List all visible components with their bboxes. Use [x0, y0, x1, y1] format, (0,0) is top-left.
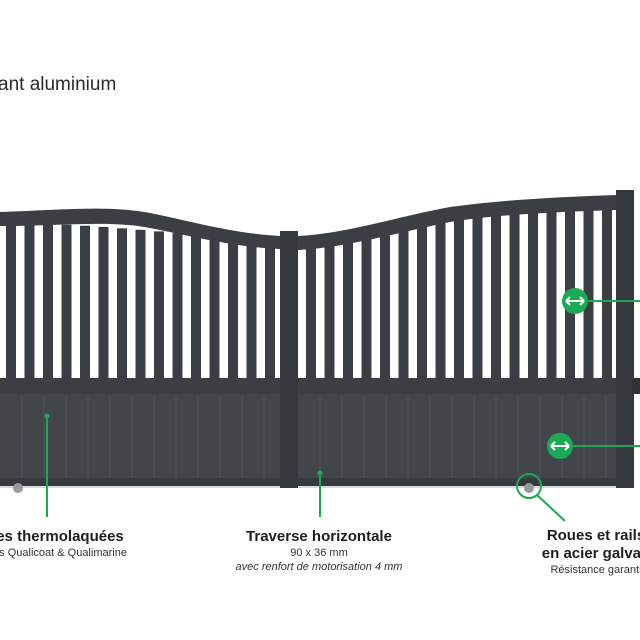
picket [117, 228, 127, 382]
picket [324, 233, 335, 382]
picket [583, 207, 594, 382]
picket [509, 212, 520, 382]
picket [417, 221, 427, 382]
right-top-rail [298, 195, 616, 250]
latch [632, 378, 640, 394]
finish-heading: es thermolaquées [0, 528, 124, 545]
picket [209, 236, 220, 382]
picket [80, 225, 90, 382]
picket [602, 206, 612, 382]
page-title: ant aluminium [0, 74, 117, 95]
wheels-sub: Résistance garanti [550, 564, 640, 576]
picket [472, 215, 483, 382]
left-top-rail [0, 193, 280, 249]
picket [491, 214, 501, 382]
wheel-icon [516, 473, 542, 499]
picket [61, 224, 72, 382]
picket [380, 225, 390, 382]
finish-label: es thermolaquées es Qualicoat & Qualimar… [0, 527, 180, 560]
wheels-heading-2: en acier galvan [541, 545, 640, 562]
picket [361, 227, 372, 382]
finish-sub: es Qualicoat & Qualimarine [0, 547, 127, 559]
wheels-label: Roues et rails en acier galvan Résistanc… [506, 527, 640, 577]
picket [6, 222, 16, 382]
center-post [280, 231, 298, 488]
picket [306, 237, 316, 382]
picket [528, 211, 538, 382]
picket [43, 223, 53, 382]
picket [172, 233, 183, 382]
left-lower-panel [0, 394, 280, 484]
picket [98, 226, 109, 382]
picket [24, 222, 35, 382]
crossbar-heading: Traverse horizontale [246, 528, 392, 545]
arrows-horizontal-icon [547, 433, 573, 459]
picket [191, 234, 201, 382]
picket [398, 222, 409, 382]
pickets [6, 206, 612, 382]
picket [135, 229, 146, 382]
crossbar-note: avec renfort de motorisation 4 mm [235, 561, 403, 573]
wheel-right [524, 483, 534, 493]
picket [265, 243, 275, 382]
wheels-heading-1: Roues et rails [546, 527, 640, 544]
panel-grooves [21, 396, 607, 478]
picket [435, 219, 446, 382]
end-post [616, 190, 634, 488]
picket [246, 241, 257, 382]
crossbar-label: Traverse horizontale 90 x 36 mm avec ren… [199, 527, 439, 574]
picket [546, 210, 557, 382]
crossbar-dimensions: 90 x 36 mm [290, 547, 348, 559]
arrows-horizontal-icon [562, 288, 588, 314]
wheel-leader [536, 494, 566, 522]
picket [228, 238, 238, 382]
ground-rail [0, 485, 620, 488]
picket [154, 231, 164, 382]
middle-rail [0, 378, 616, 394]
picket [454, 217, 464, 382]
wheel-left [13, 483, 23, 493]
bottom-rail [0, 478, 616, 486]
picket [343, 230, 353, 382]
